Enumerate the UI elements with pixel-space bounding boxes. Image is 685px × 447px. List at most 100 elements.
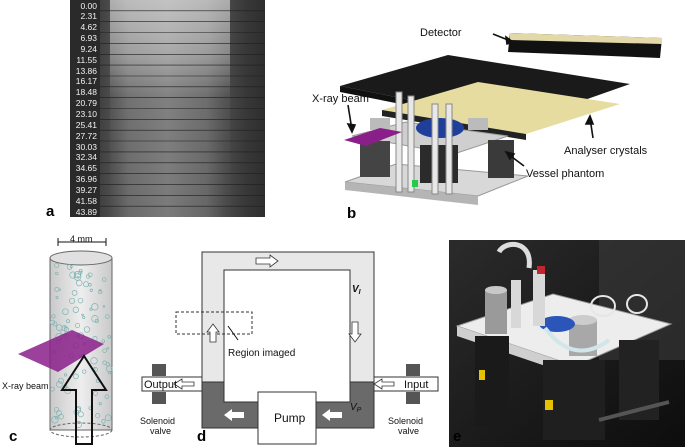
panel-a-image <box>70 0 265 217</box>
bubble <box>102 348 107 353</box>
bubble <box>55 295 59 299</box>
bubble <box>54 262 60 269</box>
bubble <box>69 271 77 279</box>
valve-left-label-2: valve <box>150 426 171 436</box>
bubble <box>82 315 86 320</box>
bubble <box>73 271 82 279</box>
panel-c-diagram: 4 mm X-ray beam <box>2 234 113 445</box>
valve-right-label-2: valve <box>398 426 419 436</box>
bubble <box>58 413 64 420</box>
region-imaged-label: Region imaged <box>228 348 295 359</box>
solenoid-valve-right <box>406 364 420 376</box>
bubble <box>68 297 76 304</box>
bubble <box>54 286 60 292</box>
time-label: 20.79 <box>75 98 97 109</box>
panel-b-diagram: Detector X-ray beam Analyser crystals Ve… <box>312 27 662 205</box>
bubble <box>69 265 73 268</box>
bubble <box>90 357 98 365</box>
time-label: 36.96 <box>75 174 97 185</box>
bubble <box>52 321 58 327</box>
bubble <box>82 369 87 374</box>
bubble <box>56 381 63 388</box>
pump-arrows <box>224 409 342 421</box>
time-label: 18.48 <box>75 87 97 98</box>
xray-beam-shape <box>344 128 402 146</box>
flow-direction-arrow <box>60 354 108 445</box>
xray-beam-shape <box>18 330 104 372</box>
panel-c-letter: c <box>9 428 18 445</box>
bubble <box>50 386 55 392</box>
solenoid-valve-left <box>152 364 166 376</box>
bubble <box>74 322 81 328</box>
bubble <box>81 313 84 317</box>
bubble <box>78 270 83 275</box>
bubble <box>101 277 107 282</box>
time-label: 0.00 <box>80 0 97 11</box>
bubble <box>66 319 70 324</box>
time-label: 16.17 <box>75 76 97 87</box>
bubble <box>54 415 59 420</box>
flow-arrows <box>206 254 362 343</box>
analyser-crystals <box>340 55 630 140</box>
bubble <box>89 288 93 292</box>
bubble <box>101 419 106 424</box>
width-scale-label: 4 mm <box>70 234 93 244</box>
panel-e-photo <box>449 240 685 447</box>
output-label: Output <box>144 379 177 391</box>
bubble <box>64 327 69 332</box>
time-label: 13.86 <box>75 65 97 76</box>
bubble <box>86 274 91 279</box>
time-label: 39.27 <box>75 184 97 195</box>
leader-lines <box>346 33 595 167</box>
bubble <box>64 373 68 377</box>
label-vessel-phantom: Vessel phantom <box>526 168 604 180</box>
region-leader <box>227 325 239 341</box>
bubble <box>73 373 79 380</box>
frame-separators <box>70 10 265 207</box>
bubble <box>93 390 98 396</box>
time-label: 34.65 <box>75 163 97 174</box>
detector-slab <box>508 33 662 58</box>
vi-label: VI <box>352 284 362 296</box>
bubble <box>95 413 101 419</box>
bubble <box>71 290 78 296</box>
bubble <box>72 306 79 313</box>
pump-box <box>257 391 317 445</box>
panel-b-letter: b <box>347 205 357 222</box>
bubble <box>98 402 102 406</box>
bubble <box>77 297 84 304</box>
time-label: 23.10 <box>75 109 97 119</box>
bubble <box>91 315 99 323</box>
panel-d-diagram: Pump Region imaged Output Input VI VP So… <box>140 251 439 445</box>
bubble <box>63 326 67 329</box>
bubble <box>102 360 107 365</box>
bubble <box>49 319 56 326</box>
bubble <box>107 335 111 339</box>
time-label: 32.34 <box>75 152 97 163</box>
label-xray-beam-c: X-ray beam <box>2 381 49 391</box>
bubble <box>107 371 111 375</box>
time-label: 2.31 <box>80 11 97 22</box>
time-label: 27.72 <box>75 130 97 141</box>
label-xray-beam: X-ray beam <box>312 93 369 105</box>
bubble <box>51 416 59 424</box>
panel-a-letter: a <box>46 203 55 220</box>
bubble <box>83 326 91 333</box>
bubble <box>101 339 106 343</box>
output-pipe <box>141 376 203 392</box>
bubble <box>104 394 110 400</box>
pump-label: Pump <box>274 411 306 425</box>
time-label: 30.03 <box>75 141 97 152</box>
time-label: 9.24 <box>80 43 97 54</box>
bubble <box>102 305 106 308</box>
bubble <box>55 271 59 276</box>
label-detector: Detector <box>420 27 462 39</box>
bubble <box>58 377 64 384</box>
valve-right-label-1: Solenoid <box>388 416 423 426</box>
bubble <box>62 308 69 315</box>
time-label: 25.41 <box>75 119 97 130</box>
bubble <box>98 289 103 295</box>
bubble <box>55 324 63 331</box>
flow-loop-upper <box>201 251 375 383</box>
bubble <box>75 279 83 287</box>
